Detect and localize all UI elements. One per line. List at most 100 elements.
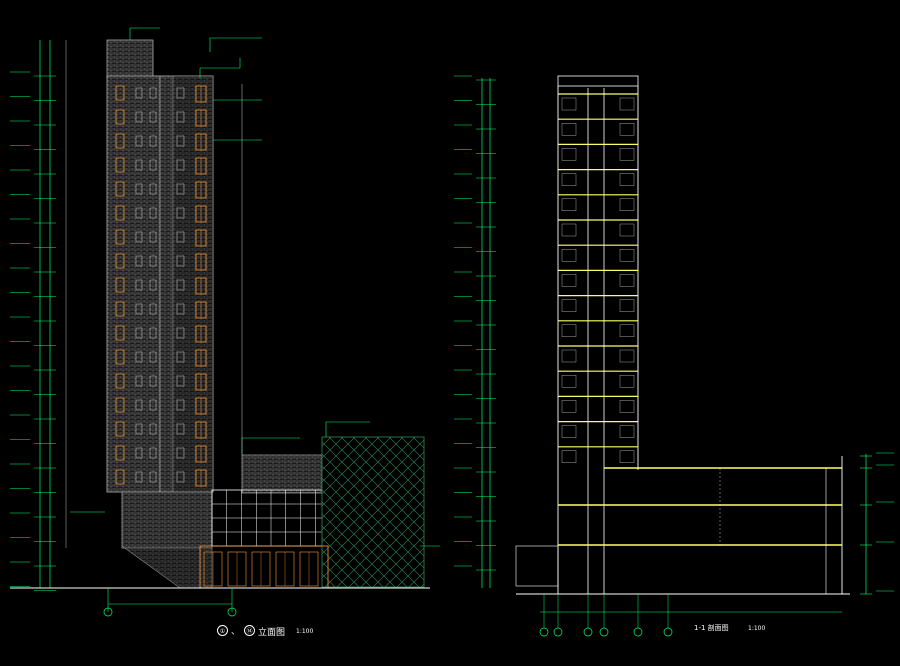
window-left [115,445,125,461]
window-left [115,373,125,389]
section-right-dimension-chain [860,452,894,595]
window-left [115,349,125,365]
window-wing [176,471,185,483]
window-mid [149,87,157,99]
elevation-axis-bubble-b: ⑭ [244,625,255,636]
window-mid [149,471,157,483]
axis-bubble [583,627,593,637]
window-wing [176,87,185,99]
window-left [115,133,125,149]
section-window [619,299,635,312]
window-mid [149,135,157,147]
window-mid [149,351,157,363]
window-mid [135,207,143,219]
section-window [619,97,635,111]
window-left [115,277,125,293]
window-wing [176,399,185,411]
section-window [561,148,577,161]
window-mid [149,279,157,291]
section-window [561,122,577,136]
tower-roof-structure [106,39,154,79]
window-wing [176,231,185,243]
window-left [115,325,125,341]
window-mid [135,351,143,363]
window-mid [135,159,143,171]
section-window [561,400,577,413]
section-window [619,375,635,388]
axis-bubble [633,627,643,637]
window-mid [135,87,143,99]
window-mid [135,183,143,195]
window-mid [149,327,157,339]
section-window [561,349,577,363]
window-left [115,469,125,485]
window-mid [135,327,143,339]
window-mid [135,255,143,267]
podium-lattice-block [321,436,425,588]
section-window [619,450,635,463]
section-axis-bubbles [539,594,673,637]
section-window [619,248,635,262]
section-window [619,324,635,337]
section-window [619,274,635,287]
section-window [619,148,635,161]
window-wing [176,207,185,219]
section-window [561,223,577,237]
window-left [115,253,125,269]
window-wing [176,159,185,171]
tower-base-wall [121,491,213,549]
section-window [619,425,635,438]
curtain-wall-grid [212,490,330,546]
section-scale: 1:100 [748,625,766,632]
window-mid [149,423,157,435]
section-podium [515,456,850,595]
window-mid [149,303,157,315]
window-mid [149,231,157,243]
window-wing [176,423,185,435]
section-floor-slabs [558,93,638,463]
axis-bubble-b [227,607,237,617]
axis-bubble [599,627,609,637]
section-window [619,198,635,212]
window-mid [135,375,143,387]
section-window [561,97,577,111]
axis-bubble-a [103,607,113,617]
section-window [561,274,577,287]
section-window [619,349,635,363]
tower-facade [106,39,214,493]
window-left [115,205,125,221]
section-tower [557,75,639,594]
section-window [619,122,635,136]
window-left [115,157,125,173]
window-mid [135,303,143,315]
shopfront-row [203,551,319,587]
window-mid [149,207,157,219]
window-left [115,85,125,101]
window-left [115,421,125,437]
window-mid [135,135,143,147]
axis-bubble [663,627,673,637]
section-roof-parapet [557,75,639,87]
window-wing [176,327,185,339]
tower-base [121,491,213,589]
window-wing [176,279,185,291]
window-wing [176,135,185,147]
window-mid [149,183,157,195]
section-window [619,400,635,413]
section-window [561,425,577,438]
window-wing [176,351,185,363]
basement-ramp [515,545,559,587]
window-mid [149,399,157,411]
elevation-title: 立面图 [258,628,286,638]
section-window [561,375,577,388]
section-window [619,173,635,186]
section-window [561,299,577,312]
section-window [561,450,577,463]
elevation-left-dimension-chain [10,40,67,591]
tower-right-wing [172,75,214,493]
window-left [115,301,125,317]
elevation-title-separator: 、 [231,627,241,637]
window-mid [149,111,157,123]
window-wing [176,183,185,195]
